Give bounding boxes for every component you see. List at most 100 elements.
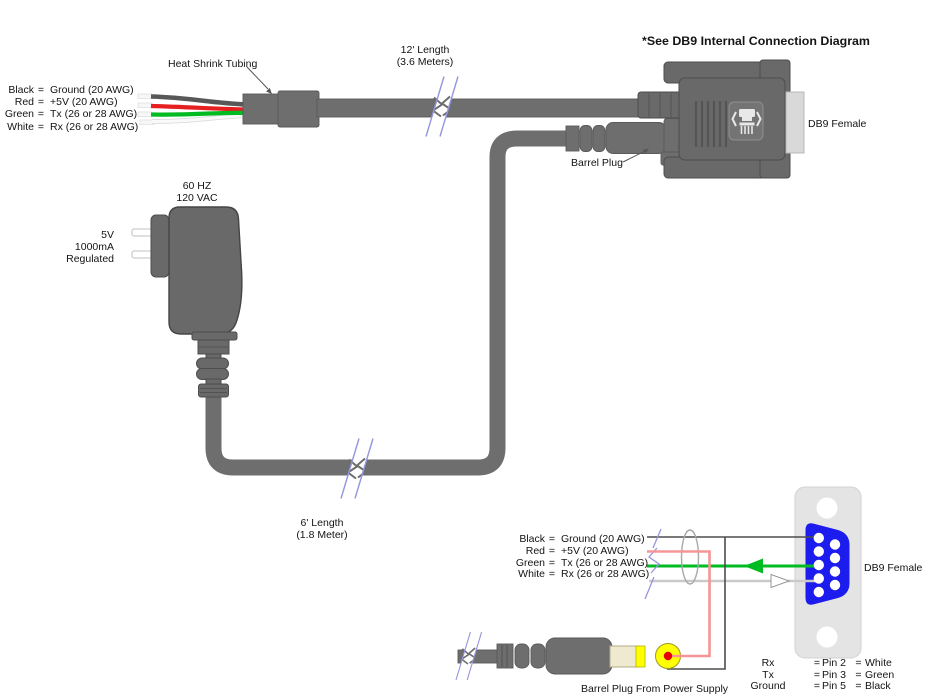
pin-signal-column: Rx Tx Ground bbox=[735, 657, 801, 693]
strain-segment bbox=[191, 331, 238, 341]
pin-row: =Pin 5=Black bbox=[812, 681, 894, 693]
pin-wire-color: Black bbox=[865, 680, 891, 693]
wire-fanout bbox=[137, 93, 248, 125]
power-cable-6ft bbox=[205, 130, 567, 476]
wire-signal: Ground (20 AWG) bbox=[50, 84, 134, 96]
ps-volt: 120 VAC bbox=[176, 191, 218, 204]
legend-row: Green=Tx (26 or 28 AWG) bbox=[514, 556, 649, 570]
equals-sign: = bbox=[855, 657, 862, 669]
equals-sign: = bbox=[548, 544, 556, 557]
white-wire-core bbox=[151, 114, 248, 123]
ac-prong bbox=[131, 228, 154, 237]
equals-sign: = bbox=[37, 108, 45, 121]
db9-female-top-label: DB9 Female bbox=[808, 118, 867, 130]
cable-break-top bbox=[425, 76, 459, 137]
wire-color: Black bbox=[519, 533, 545, 545]
black-wire bbox=[150, 94, 248, 107]
ground-branch-to-barrel bbox=[667, 537, 726, 670]
barrel-strain bbox=[565, 125, 580, 152]
pin-assignment-column: =Pin 2=White =Pin 3=Green =Pin 5=Black bbox=[812, 657, 895, 693]
legend-row: Black= Ground (20 AWG) bbox=[514, 533, 649, 546]
cable6-length-line2: (1.8 Meter) bbox=[296, 528, 348, 541]
ps-out-ma: 1000mA bbox=[74, 241, 114, 253]
power-supply bbox=[131, 206, 243, 398]
pin-row: =Pin 2=White bbox=[812, 657, 894, 670]
legend-row: White=Rx (26 or 28 AWG) bbox=[3, 121, 138, 133]
legend-row: Green=Tx (26 or 28 AWG) bbox=[3, 108, 138, 120]
wire-legend-top: Black=Ground (20 AWG) Red=+5V (20 AWG) G… bbox=[3, 84, 139, 133]
barrel-plug-bottom bbox=[457, 637, 646, 675]
barrel-bump bbox=[514, 643, 530, 669]
barrel-center-pin bbox=[663, 651, 673, 661]
strain-segment bbox=[196, 368, 229, 380]
barrel-body bbox=[605, 122, 667, 154]
data-cable-12ft bbox=[316, 98, 644, 118]
wire-signal: Tx (26 or 28 AWG) bbox=[561, 556, 649, 569]
ps-output-rating: 5V 1000mA Regulated bbox=[34, 229, 114, 265]
strain-segment bbox=[196, 357, 229, 370]
pin-wire-color: White bbox=[865, 657, 892, 669]
wire-color: Red bbox=[14, 96, 34, 109]
wire-stub bbox=[137, 111, 153, 117]
wire-stub bbox=[137, 93, 153, 99]
barrel-plug-label: Barrel Plug bbox=[571, 157, 623, 169]
wire-color: Green bbox=[515, 556, 545, 569]
power-supply-body bbox=[168, 206, 243, 335]
equals-sign: = bbox=[37, 84, 45, 96]
wire-color: Red bbox=[525, 544, 545, 557]
equals-sign: = bbox=[813, 668, 821, 681]
equals-sign: = bbox=[855, 668, 862, 681]
db9-internal-diagram bbox=[455, 486, 862, 681]
rx-direction-arrow bbox=[770, 573, 791, 589]
ps-out-reg: Regulated bbox=[66, 253, 114, 265]
connector-emblem-icon bbox=[728, 101, 764, 141]
cable-boot bbox=[277, 90, 320, 128]
wire-legend-bottom: Black=Ground (20 AWG) Red=+5V (20 AWG) G… bbox=[514, 533, 650, 581]
cable6-length-label: 6' Length (1.8 Meter) bbox=[272, 517, 372, 541]
barrel-tip-band bbox=[635, 645, 646, 668]
cable-break-barrel bbox=[455, 631, 483, 681]
db9-blue-face bbox=[805, 523, 850, 605]
cable-break-bottom bbox=[340, 438, 374, 499]
pin-signal: Tx bbox=[762, 668, 774, 681]
equals-sign: = bbox=[37, 96, 45, 109]
equals-sign: = bbox=[548, 568, 556, 581]
pin-row: =Pin 3=Green bbox=[812, 668, 895, 682]
cable12-length-label: 12' Length (3.6 Meters) bbox=[375, 44, 475, 68]
equals-sign: = bbox=[813, 680, 821, 693]
pin-number: Pin 5 bbox=[822, 680, 846, 693]
legend-row: Black= Ground (20 AWG) bbox=[3, 84, 138, 96]
wire-stub bbox=[137, 102, 153, 108]
barrel-strain bbox=[496, 643, 514, 669]
equals-sign: = bbox=[37, 120, 45, 133]
wire-signal: Rx (26 or 28 AWG) bbox=[561, 568, 650, 581]
pin-number: Pin 3 bbox=[822, 668, 846, 681]
legend-row: Red=+5V (20 AWG) bbox=[514, 544, 649, 558]
heat-shrink-tube bbox=[242, 93, 280, 125]
db9-pins bbox=[813, 532, 841, 598]
red-wire bbox=[150, 103, 248, 112]
ac-prong bbox=[131, 250, 154, 259]
equals-sign: = bbox=[548, 533, 556, 545]
wire-color: Green bbox=[4, 108, 34, 121]
db9-hood bbox=[637, 59, 805, 179]
ps-out-v: 5V bbox=[101, 229, 114, 241]
db9-female-bottom-label: DB9 Female bbox=[864, 562, 923, 574]
cable6-length-line1: 6' Length bbox=[300, 517, 344, 529]
mounting-hole bbox=[816, 497, 838, 519]
pin-wire-color: Green bbox=[865, 668, 895, 681]
barrel-bump bbox=[579, 125, 593, 152]
pin-number: Pin 2 bbox=[822, 657, 846, 669]
ps-input-rating: 60 HZ 120 VAC bbox=[167, 180, 227, 204]
db9-face-plate bbox=[785, 91, 805, 154]
wire-signal: +5V (20 AWG) bbox=[50, 96, 118, 109]
wire-signal: Rx (26 or 28 AWG) bbox=[50, 120, 139, 133]
wire-color: Black bbox=[8, 84, 34, 96]
equals-sign: = bbox=[813, 657, 821, 669]
wire-stub bbox=[139, 119, 155, 125]
pin-signal: Rx bbox=[761, 657, 775, 669]
wire-signal: Ground (20 AWG) bbox=[561, 533, 645, 545]
barrel-plug-ps-label: Barrel Plug From Power Supply bbox=[581, 683, 729, 695]
mounting-hole bbox=[816, 626, 838, 648]
